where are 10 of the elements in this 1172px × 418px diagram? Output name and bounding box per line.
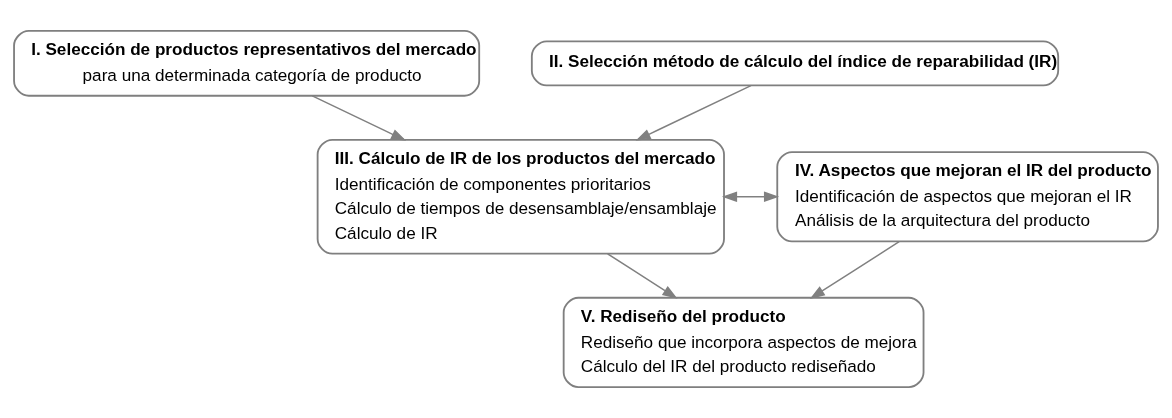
node-box: V. Rediseño del producto Rediseño que incorpora aspectos de mejora Cálculo del IR del producto rediseñado <box>562 296 925 389</box>
node-box: IV. Aspectos que mejoran el IR del producto Identificación de aspectos que mejoran el IR Análisis de la arquitectura del producto <box>776 151 1159 243</box>
arrow <box>635 84 752 141</box>
arrow <box>311 95 407 141</box>
arrow <box>721 191 780 203</box>
arrow <box>606 253 678 299</box>
arrow <box>809 241 900 299</box>
node-box: I. Selección de productos representativos del mercado para una determinada categoría de producto <box>13 29 481 97</box>
node-box: III. Cálculo de IR de los productos del mercado Identificación de componentes prioritarios Cálculo de tiempos de desensamblaje/ensamblaje Cálculo de IR <box>316 138 725 255</box>
node-box: II. Selección método de cálculo del índice de reparabilidad (IR) <box>530 40 1060 87</box>
